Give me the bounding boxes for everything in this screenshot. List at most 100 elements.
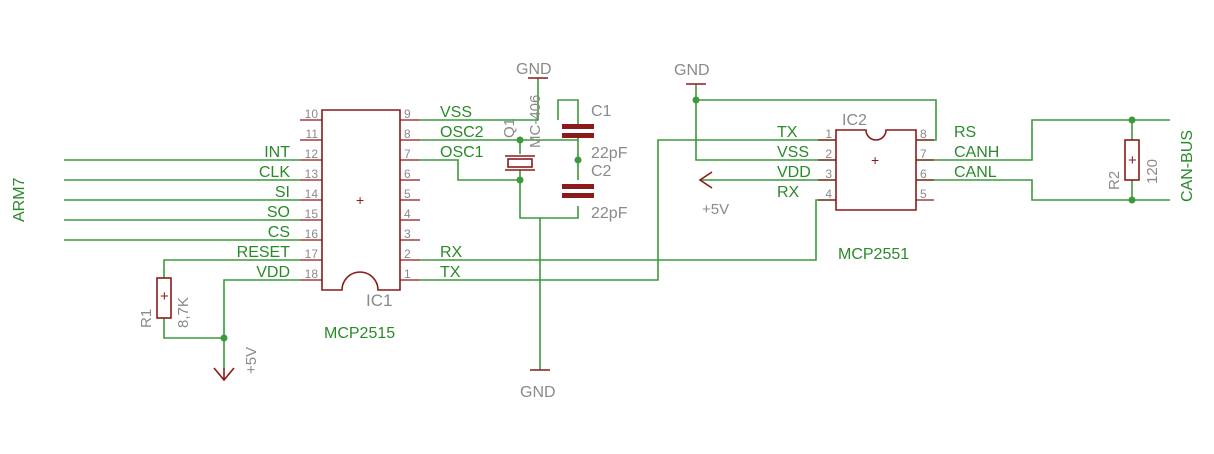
pin-number: 8 bbox=[920, 127, 927, 141]
pin-number: 16 bbox=[305, 227, 319, 241]
junction bbox=[220, 334, 228, 342]
pin-label: CLK bbox=[259, 164, 290, 181]
supply-arrow-icon bbox=[213, 367, 235, 382]
pin-number: 7 bbox=[920, 147, 927, 161]
pin-label: TX bbox=[777, 124, 798, 141]
pin-label: RX bbox=[777, 184, 800, 201]
pin-number: 5 bbox=[920, 187, 927, 201]
plus5v-b-symbol: +5V bbox=[698, 171, 729, 218]
wires bbox=[64, 78, 1170, 370]
pin-label: TX bbox=[440, 264, 461, 281]
ic2-body bbox=[835, 129, 917, 211]
junction bbox=[1128, 116, 1136, 124]
junctions bbox=[220, 96, 1136, 342]
c2-name: C2 bbox=[591, 163, 612, 180]
ic1-name: IC1 bbox=[366, 291, 392, 310]
plus5v-a-symbol: +5V bbox=[213, 347, 260, 382]
ic1-body bbox=[321, 109, 401, 291]
junction bbox=[516, 176, 524, 184]
c2-value: 22pF bbox=[591, 205, 628, 222]
r2-plus-mark: + bbox=[1128, 152, 1137, 169]
pin-number: 5 bbox=[404, 187, 411, 201]
q1-name: Q1 bbox=[501, 118, 518, 138]
gnd-top-label: GND bbox=[516, 61, 552, 78]
pin-number: 2 bbox=[404, 247, 411, 261]
r1-plus-mark: + bbox=[160, 288, 169, 305]
pin-label: CS bbox=[268, 224, 290, 241]
pin-label: SO bbox=[267, 204, 290, 221]
pin-number: 13 bbox=[305, 167, 319, 181]
pin-label: VSS bbox=[440, 104, 472, 121]
ic1-value: MCP2515 bbox=[324, 325, 395, 342]
r1-resistor: + R1 8,7K bbox=[138, 277, 192, 328]
pin-number: 3 bbox=[825, 167, 832, 181]
pin-number: 17 bbox=[305, 247, 319, 261]
wire-q1-c2 bbox=[519, 180, 579, 219]
ic2-value: MCP2551 bbox=[838, 246, 909, 263]
wire-reset bbox=[163, 259, 300, 278]
plus5v-b-label: +5V bbox=[702, 201, 729, 218]
gnd-bottom-symbol: GND bbox=[520, 369, 556, 401]
c1-capacitor: C1 22pF bbox=[562, 103, 628, 162]
ic1-mcp2515: + 101112INT13CLK14SI15SO16CS17RESET18VDD… bbox=[237, 104, 484, 342]
r1-value: 8,7K bbox=[175, 297, 192, 328]
arm7-label: ARM7 bbox=[11, 177, 28, 222]
pin-label: VSS bbox=[777, 144, 809, 161]
supply-arrow-icon bbox=[698, 171, 713, 189]
wire-gnd-c1 bbox=[557, 99, 579, 124]
pin-number: 18 bbox=[305, 267, 319, 281]
c1-value: 22pF bbox=[591, 145, 628, 162]
wire-vdd bbox=[223, 279, 300, 368]
q1-body bbox=[507, 158, 533, 168]
pin-number: 2 bbox=[825, 147, 832, 161]
pin-number: 8 bbox=[404, 127, 411, 141]
wire-ic2-rs bbox=[696, 99, 937, 141]
pin-number: 4 bbox=[825, 187, 832, 201]
pin-number: 11 bbox=[306, 127, 319, 141]
r2-resistor: + R2 120 bbox=[1106, 139, 1161, 190]
plus5v-a-label: +5V bbox=[243, 347, 260, 374]
can-bus-label: CAN-BUS bbox=[1179, 130, 1196, 202]
junction bbox=[516, 136, 524, 144]
junction bbox=[574, 156, 582, 164]
junction bbox=[692, 96, 700, 104]
r1-body bbox=[156, 277, 172, 319]
pin-label: INT bbox=[264, 144, 290, 161]
ic2-center-mark: + bbox=[871, 152, 879, 168]
pin-number: 1 bbox=[404, 267, 411, 281]
pin-number: 6 bbox=[404, 167, 411, 181]
c1-name: C1 bbox=[591, 103, 612, 120]
gnd-ic2-label: GND bbox=[674, 62, 710, 79]
ic2-name: IC2 bbox=[842, 112, 867, 129]
c2-plate-bottom bbox=[562, 193, 594, 198]
c2-plate-top bbox=[562, 184, 594, 189]
r2-name: R2 bbox=[1106, 171, 1123, 190]
pin-number: 10 bbox=[305, 107, 319, 121]
r2-value: 120 bbox=[1144, 159, 1161, 184]
ic1-center-mark: + bbox=[356, 192, 364, 208]
wire-vss-gnd bbox=[420, 78, 539, 121]
wire-ic2-gnd bbox=[695, 84, 836, 161]
pin-number: 14 bbox=[305, 187, 319, 201]
pin-number: 12 bbox=[305, 147, 319, 161]
wire-canh bbox=[916, 119, 1170, 161]
pin-label: OSC1 bbox=[440, 144, 484, 161]
pin-number: 3 bbox=[404, 227, 411, 241]
gnd-bottom-label: GND bbox=[520, 384, 556, 401]
c1-plate-top bbox=[562, 124, 594, 129]
r2-body bbox=[1124, 139, 1140, 181]
wire-rx bbox=[420, 199, 836, 261]
c1-plate-bottom bbox=[562, 133, 594, 138]
pin-label: VDD bbox=[256, 264, 290, 281]
junction bbox=[1128, 196, 1136, 204]
pin-number: 15 bbox=[305, 207, 319, 221]
wire-r1-bottom bbox=[163, 318, 224, 339]
pin-label: VDD bbox=[777, 164, 811, 181]
pin-number: 9 bbox=[404, 107, 411, 121]
pin-label: SI bbox=[275, 184, 290, 201]
pin-number: 7 bbox=[404, 147, 411, 161]
pin-label: RESET bbox=[237, 244, 291, 261]
pin-label: RX bbox=[440, 244, 463, 261]
